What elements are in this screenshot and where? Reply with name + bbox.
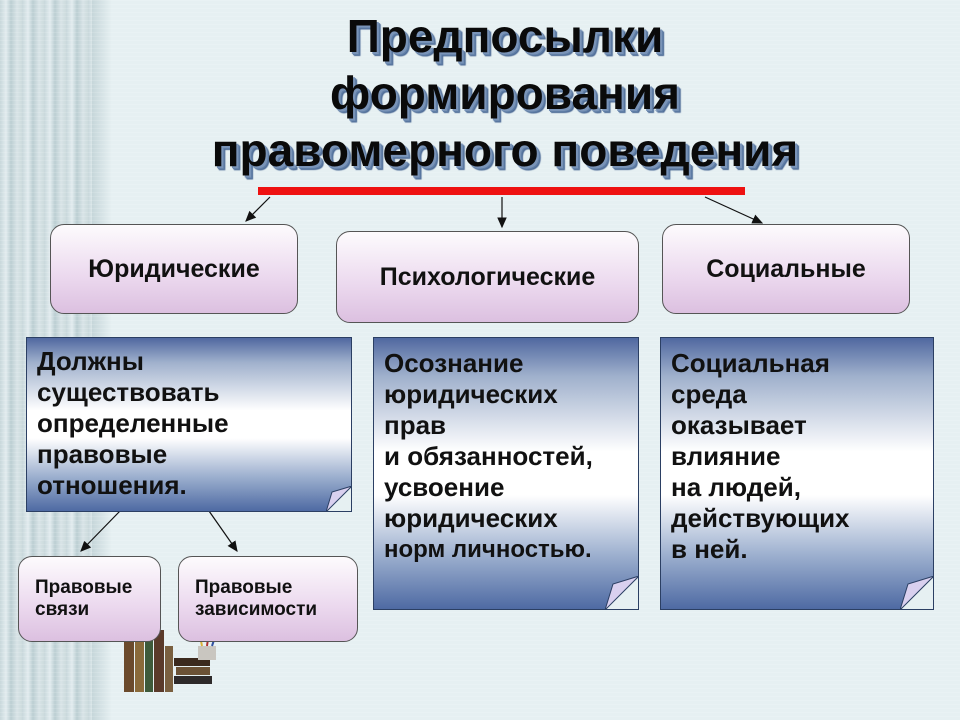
card-psychological: Осознание юридических прав и обязанносте…	[373, 337, 639, 610]
card-legal-line: определенные	[37, 408, 229, 438]
folded-corner-icon	[326, 486, 351, 511]
card-legal-line: правовые	[37, 439, 168, 469]
card-social-text: Социальная среда оказывает влияние на лю…	[661, 338, 933, 565]
category-social: Социальные	[662, 224, 910, 314]
category-legal-label: Юридические	[88, 254, 260, 283]
card-psychological-line: юридических	[384, 379, 558, 409]
folded-corner-icon	[900, 576, 933, 609]
card-psychological-line: Осознание	[384, 348, 524, 378]
card-legal: Должны существовать определенные правовы…	[26, 337, 352, 512]
card-social-line: на людей,	[671, 472, 801, 502]
category-legal: Юридические	[50, 224, 298, 314]
card-psychological-line: прав	[384, 410, 447, 440]
card-psychological-text: Осознание юридических прав и обязанносте…	[374, 338, 638, 565]
legal-dependencies-line-1: Правовые	[195, 577, 293, 598]
legal-dependencies-line-2: зависимости	[195, 599, 318, 620]
title-line-2: формирования	[330, 67, 680, 119]
arrow-to-legal-ties	[80, 510, 121, 552]
legal-ties-line-1: Правовые	[35, 577, 133, 598]
card-social-line: в ней.	[671, 534, 748, 564]
card-legal-text: Должны существовать определенные правовы…	[27, 338, 351, 501]
card-psychological-line: усвоение	[384, 472, 505, 502]
sub-box-legal-dependencies: Правовые зависимости	[178, 556, 358, 642]
card-psychological-line: и обязанностей,	[384, 441, 593, 471]
category-psychological-label: Психологические	[379, 262, 596, 291]
category-psychological: Психологические	[336, 231, 639, 323]
card-psychological-line: норм личностью.	[384, 536, 592, 563]
arrow-to-social	[704, 196, 764, 224]
card-social-line: среда	[671, 379, 747, 409]
card-social: Социальная среда оказывает влияние на лю…	[660, 337, 934, 610]
card-social-line: Социальная	[671, 348, 830, 378]
card-social-line: действующих	[671, 503, 850, 533]
card-legal-line: существовать	[37, 377, 220, 407]
arrow-to-legal-dependencies	[208, 510, 238, 552]
card-social-line: оказывает	[671, 410, 807, 440]
red-divider-bar	[258, 187, 745, 195]
title-line-1: Предпосылки	[346, 10, 664, 62]
card-legal-line: Должны	[37, 346, 144, 376]
slide-title: Предпосылки формирования правомерного по…	[150, 8, 860, 179]
folded-corner-icon	[605, 576, 638, 609]
category-social-label: Социальные	[706, 254, 866, 283]
card-legal-line: отношения.	[37, 470, 187, 500]
card-psychological-line: юридических	[384, 503, 558, 533]
sub-box-legal-ties: Правовые связи	[18, 556, 161, 642]
card-social-line: влияние	[671, 441, 781, 471]
title-line-3: правомерного поведения	[211, 124, 799, 176]
legal-ties-line-2: связи	[35, 599, 90, 620]
arrow-to-legal	[245, 196, 271, 222]
